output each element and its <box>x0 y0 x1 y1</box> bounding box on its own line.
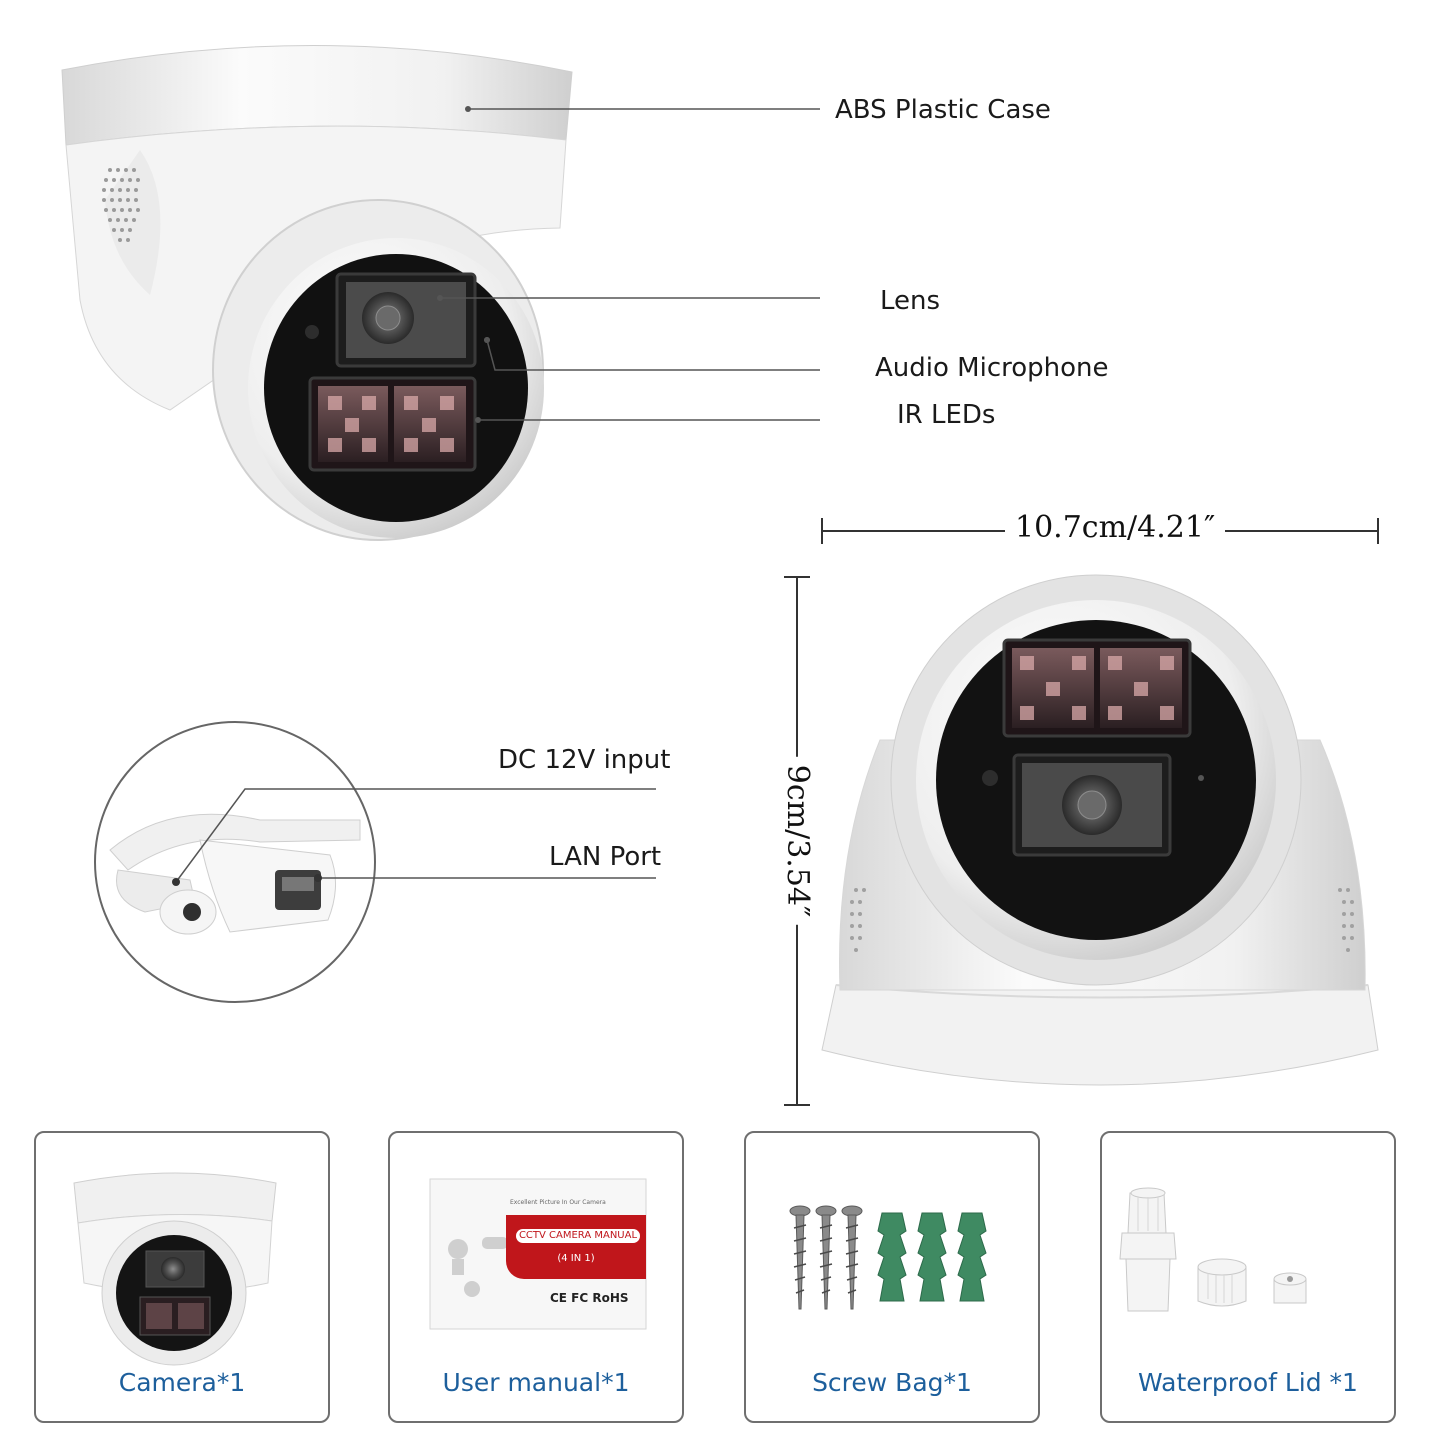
package-label-user-manual: User manual*1 <box>442 1368 630 1397</box>
width-dimension: 10.7cm/4.21″ <box>1005 513 1226 543</box>
manual-header: Excellent Picture In Our Camera <box>510 1199 606 1206</box>
manual-certification-marks: CE FC RoHS <box>550 1291 629 1305</box>
vent-holes <box>102 168 140 242</box>
label-dc-input: DC 12V input <box>498 745 671 775</box>
callout-lines <box>440 108 820 421</box>
label-lens: Lens <box>880 286 941 316</box>
package-label-waterproof-lid: Waterproof Lid *1 <box>1138 1368 1358 1397</box>
height-dimension: 9cm/3.54″ <box>780 756 815 926</box>
label-ir-leds: IR LEDs <box>897 400 996 430</box>
label-abs-plastic-case: ABS Plastic Case <box>835 95 1051 125</box>
camera-front-view <box>821 574 1379 1086</box>
manual-title: CCTV CAMERA MANUAL <box>516 1229 640 1243</box>
package-label-screw-bag: Screw Bag*1 <box>812 1368 972 1397</box>
waterproof-lid-icon <box>1119 1187 1307 1312</box>
screws <box>789 1205 863 1310</box>
package-item-camera: Camera*1 <box>34 1131 330 1423</box>
manual-banner: CCTV CAMERA MANUAL (4 IN 1) <box>506 1215 646 1279</box>
connector-detail <box>94 721 376 1003</box>
label-lan-port: LAN Port <box>549 842 662 872</box>
connector-callout-lines <box>175 788 656 883</box>
package-label-camera: Camera*1 <box>118 1368 246 1397</box>
wall-anchors <box>877 1212 987 1302</box>
manual-subtitle: (4 IN 1) <box>557 1253 595 1264</box>
package-item-screw-bag: Screw Bag*1 <box>744 1131 1040 1423</box>
camera-angled-view <box>61 45 573 541</box>
label-audio-microphone: Audio Microphone <box>875 353 1109 383</box>
camera-icon <box>73 1172 277 1366</box>
package-item-user-manual: Excellent Picture In Our Camera CCTV CAM… <box>388 1131 684 1423</box>
screw-bag-icon <box>789 1205 987 1310</box>
package-item-waterproof-lid: Waterproof Lid *1 <box>1100 1131 1396 1423</box>
